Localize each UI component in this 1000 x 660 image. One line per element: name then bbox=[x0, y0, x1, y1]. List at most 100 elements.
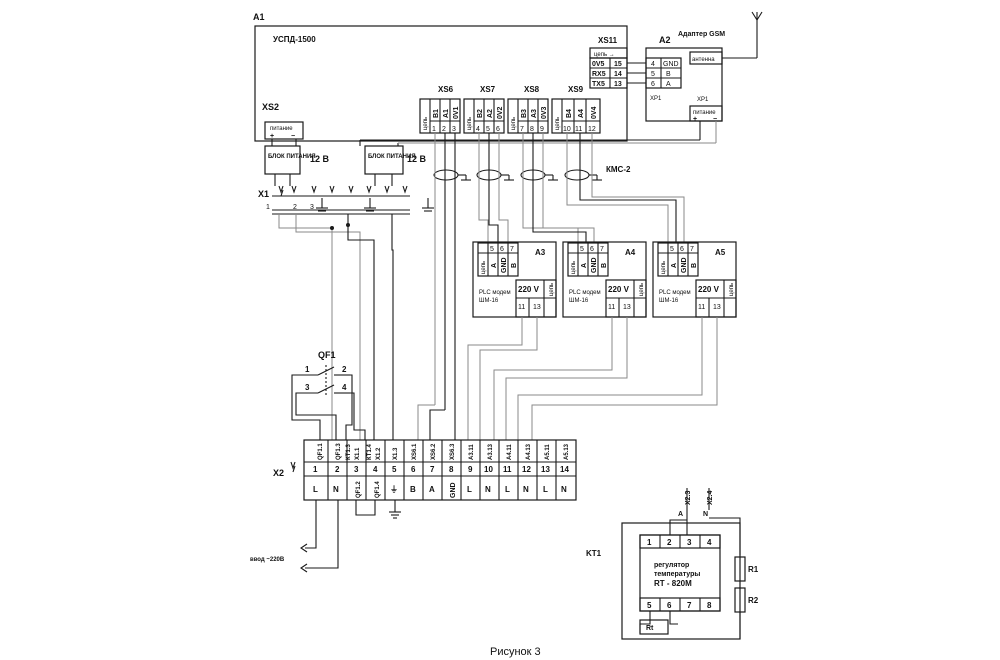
svg-text:11: 11 bbox=[575, 126, 582, 133]
svg-text:A: A bbox=[671, 263, 678, 268]
svg-text:XS6.2: XS6.2 bbox=[431, 443, 437, 460]
gsm-antenna-label: антенна bbox=[692, 57, 715, 63]
svg-text:QF1.2: QF1.2 bbox=[356, 481, 362, 498]
xs11-sig-0: 0V5 bbox=[592, 61, 605, 68]
svg-text:4: 4 bbox=[373, 465, 378, 474]
x1-to-x2-wires bbox=[278, 214, 394, 440]
svg-text:цепь: цепь bbox=[661, 261, 667, 274]
svg-text:3: 3 bbox=[310, 204, 314, 211]
svg-text:X1.1: X1.1 bbox=[355, 447, 361, 460]
svg-text:220 V: 220 V bbox=[698, 285, 720, 294]
xs11-name: XS11 bbox=[598, 36, 618, 45]
psu-2-voltage: 12 В bbox=[407, 154, 427, 164]
svg-text:7: 7 bbox=[690, 246, 694, 253]
antenna-icon bbox=[722, 11, 763, 59]
svg-text:6: 6 bbox=[411, 465, 416, 474]
svg-text:6: 6 bbox=[496, 126, 500, 133]
svg-text:КТ1.3: КТ1.3 bbox=[346, 444, 352, 460]
modem-a3: A3 5 6 7 цепь A GND B PLC модем ШМ-16 22… bbox=[472, 241, 557, 318]
svg-text:8: 8 bbox=[707, 601, 712, 610]
svg-text:X2.3: X2.3 bbox=[685, 490, 692, 505]
svg-text:N: N bbox=[703, 511, 708, 518]
svg-text:PLC модем: PLC модем bbox=[659, 290, 691, 296]
psu-1-box bbox=[264, 145, 301, 175]
svg-text:5: 5 bbox=[392, 465, 397, 474]
feed-label: ввод ~220В bbox=[250, 557, 285, 563]
svg-text:A3.13: A3.13 bbox=[488, 443, 494, 460]
svg-text:RT - 820M: RT - 820M bbox=[654, 579, 692, 588]
svg-text:4: 4 bbox=[342, 383, 347, 392]
svg-text:A4: A4 bbox=[625, 248, 636, 257]
svg-text:5: 5 bbox=[490, 246, 494, 253]
svg-text:B2: B2 bbox=[477, 109, 484, 118]
x2-bottom-wires bbox=[300, 500, 401, 573]
xs11-sig-1: RX5 bbox=[592, 71, 606, 78]
svg-text:PLC модем: PLC модем bbox=[569, 290, 601, 296]
gsm-power-port bbox=[689, 105, 723, 122]
svg-text:2: 2 bbox=[335, 465, 340, 474]
svg-text:A5.13: A5.13 bbox=[564, 443, 570, 460]
xs2-power-label: питание bbox=[270, 126, 293, 132]
svg-text:7: 7 bbox=[510, 246, 514, 253]
svg-text:КТ1.4: КТ1.4 bbox=[367, 444, 373, 460]
svg-text:цепь: цепь bbox=[555, 117, 561, 130]
svg-text:B1: B1 bbox=[433, 109, 440, 118]
svg-text:XS9: XS9 bbox=[568, 85, 584, 94]
svg-text:B: B bbox=[691, 263, 698, 268]
svg-text:A2: A2 bbox=[487, 109, 494, 118]
svg-text:3: 3 bbox=[354, 465, 359, 474]
svg-text:ШМ-16: ШМ-16 bbox=[479, 298, 499, 304]
svg-text:A3.11: A3.11 bbox=[469, 444, 475, 460]
svg-text:14: 14 bbox=[560, 465, 569, 474]
svg-text:цепь →: цепь → bbox=[594, 52, 615, 58]
svg-text:A: A bbox=[581, 263, 588, 268]
svg-text:1: 1 bbox=[432, 126, 436, 133]
svg-text:8: 8 bbox=[530, 126, 534, 133]
svg-text:11: 11 bbox=[608, 304, 615, 311]
svg-text:QF1.1: QF1.1 bbox=[318, 443, 324, 460]
svg-text:5: 5 bbox=[580, 246, 584, 253]
x2-label: X2 bbox=[273, 468, 284, 478]
kt1-label: KT1 bbox=[586, 549, 602, 558]
svg-text:7: 7 bbox=[600, 246, 604, 253]
svg-text:X1.3: X1.3 bbox=[393, 447, 399, 460]
figure-caption: Рисунок 3 bbox=[490, 646, 541, 658]
modem-a4: A4 5 6 7 цепь A GND B PLC модем ШМ-16 22… bbox=[562, 241, 647, 318]
svg-text:−: − bbox=[713, 116, 717, 123]
svg-text:A4: A4 bbox=[578, 109, 585, 118]
svg-text:A3: A3 bbox=[531, 109, 538, 118]
svg-text:ШМ-16: ШМ-16 bbox=[569, 298, 589, 304]
svg-text:10: 10 bbox=[563, 126, 571, 133]
gsm-title: Адаптер GSM bbox=[678, 31, 725, 38]
svg-text:X2.4: X2.4 bbox=[707, 490, 714, 505]
svg-text:2: 2 bbox=[293, 204, 297, 211]
svg-text:A: A bbox=[666, 81, 671, 88]
svg-text:7: 7 bbox=[430, 465, 435, 474]
modem-a5: A5 5 6 7 цепь A GND B PLC модем ШМ-16 22… bbox=[652, 241, 737, 318]
xs2-minus: − bbox=[291, 133, 295, 140]
svg-text:0V2: 0V2 bbox=[497, 106, 504, 119]
cable-shields bbox=[433, 169, 602, 181]
svg-text:цепь: цепь bbox=[571, 261, 577, 274]
svg-text:6: 6 bbox=[500, 246, 504, 253]
svg-text:13: 13 bbox=[713, 304, 721, 311]
svg-text:B4: B4 bbox=[566, 109, 573, 118]
svg-text:1: 1 bbox=[647, 538, 652, 547]
svg-text:GND: GND bbox=[501, 257, 508, 273]
xs11-table: цепь → 0V5 15 RX5 14 TX5 13 bbox=[589, 47, 628, 89]
svg-text:N: N bbox=[333, 485, 339, 494]
svg-text:L: L bbox=[505, 485, 510, 494]
svg-text:5: 5 bbox=[647, 601, 652, 610]
svg-text:11: 11 bbox=[698, 304, 705, 311]
a2-label: A2 bbox=[659, 35, 671, 45]
svg-text:6: 6 bbox=[590, 246, 594, 253]
svg-text:0V3: 0V3 bbox=[541, 106, 548, 119]
uspd-title: УСПД-1500 bbox=[273, 35, 316, 44]
xs11-sig-2: TX5 bbox=[592, 81, 605, 88]
svg-text:4: 4 bbox=[651, 61, 655, 68]
svg-text:QF1.3: QF1.3 bbox=[336, 443, 342, 460]
svg-text:QF1.4: QF1.4 bbox=[375, 481, 381, 498]
svg-text:A: A bbox=[429, 485, 435, 494]
svg-text:+: + bbox=[693, 116, 697, 123]
